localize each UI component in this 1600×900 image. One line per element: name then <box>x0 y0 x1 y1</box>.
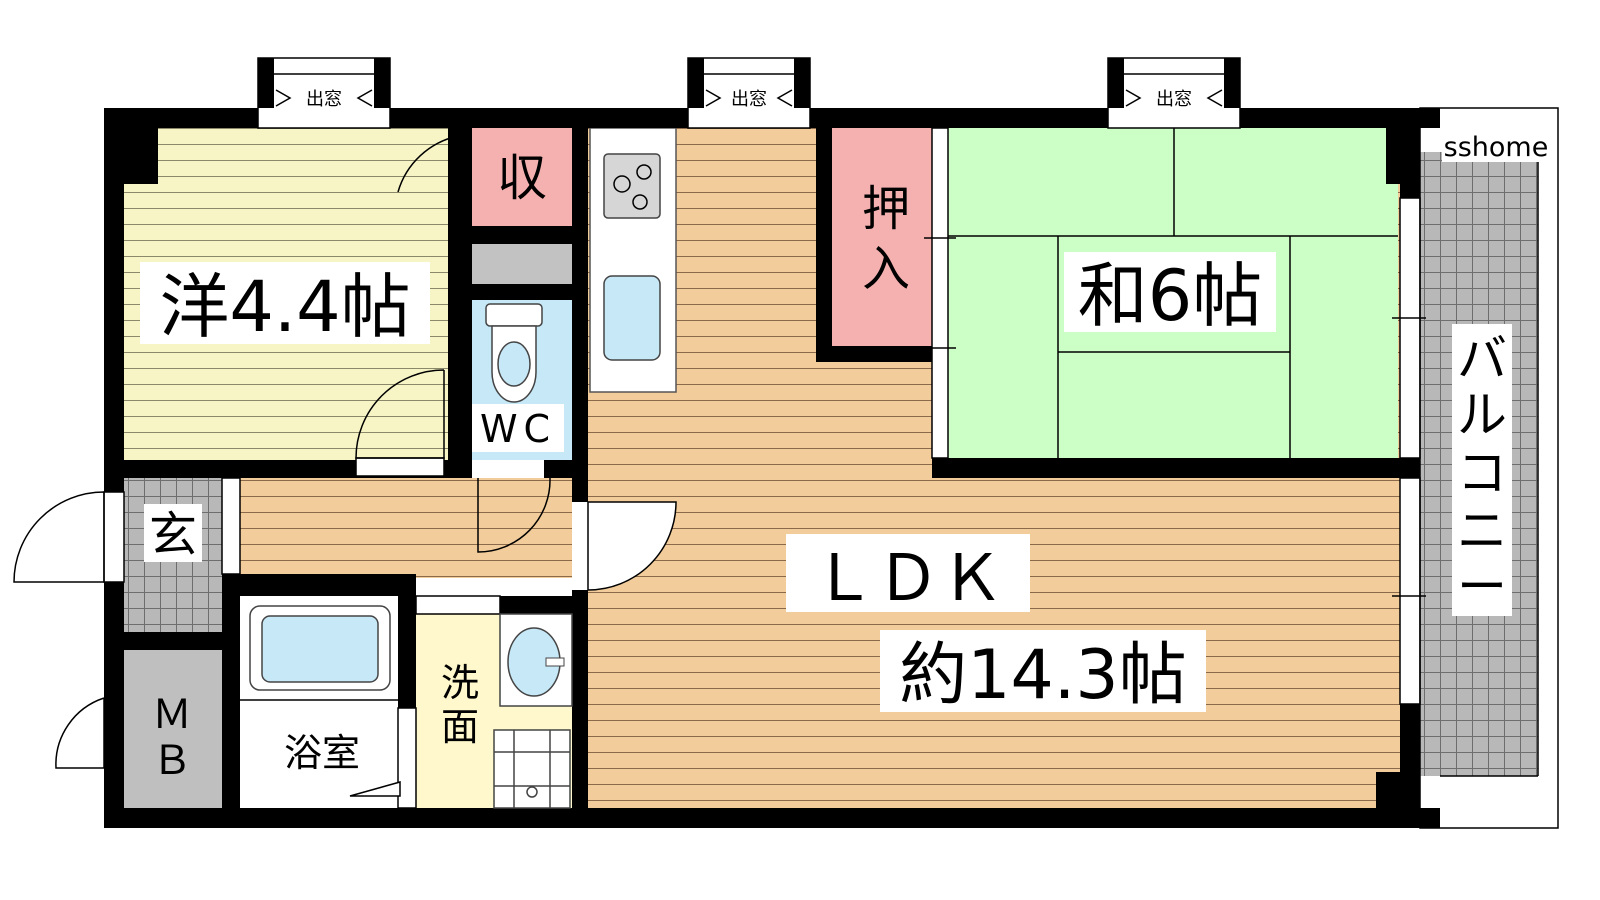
kitchen-sink-icon <box>603 275 661 361</box>
mb-label-1: Ｍ <box>152 692 192 738</box>
washing-machine-pan-icon <box>493 729 571 809</box>
bay-window-1 <box>257 57 391 129</box>
balcony-label-5: ー <box>1457 558 1507 616</box>
balcony-label-1: バ <box>1457 330 1507 388</box>
ldk-size-label: 約14.3帖 <box>899 636 1186 715</box>
balcony-label-4: ニ <box>1457 502 1507 560</box>
washroom-label-1: 洗 <box>441 661 479 705</box>
ldk-label: ＬＤＫ <box>812 542 1004 616</box>
wc-label-bg <box>472 404 564 452</box>
watermark-bg <box>1442 130 1548 162</box>
tatami-lines <box>948 128 1398 458</box>
balcony-railing <box>1419 107 1559 829</box>
closet-label-2: 入 <box>862 241 910 297</box>
western-room-label: 洋4.4帖 <box>159 266 410 348</box>
entrance-label-bg <box>144 504 202 562</box>
doors <box>13 135 677 797</box>
mb-label-2: Ｂ <box>152 738 192 784</box>
hallway-floor <box>240 478 572 578</box>
balcony-label-2: ル <box>1457 386 1507 444</box>
balcony-label-bg <box>1452 324 1512 616</box>
bathtub-icon <box>240 605 398 701</box>
wc-label: WC <box>480 407 556 451</box>
bay-window-2 <box>687 57 811 129</box>
bay-window-3 <box>1107 57 1241 129</box>
meter-box <box>124 650 222 808</box>
western-label-bg <box>140 262 430 344</box>
entrance-label: 玄 <box>149 507 197 563</box>
japanese-label-bg <box>1064 252 1276 332</box>
storage-label: 収 <box>497 149 547 207</box>
hall-shelf <box>472 244 572 284</box>
oshiire-closet <box>832 128 932 346</box>
ldk-size-bg <box>880 630 1206 712</box>
ldk-label-bg <box>786 534 1030 612</box>
washroom-label-2: 面 <box>441 705 479 749</box>
balcony-label-3: コ <box>1457 444 1507 502</box>
bath-label: 浴室 <box>284 731 360 775</box>
walls <box>104 108 1440 828</box>
bay-window-label-3: 出窓 <box>1156 89 1192 110</box>
windows <box>103 127 1421 809</box>
stove-icon <box>603 153 661 219</box>
closet-label-1: 押 <box>862 181 910 237</box>
storage-closet <box>472 128 572 226</box>
bay-window-label-1: 出窓 <box>306 89 342 110</box>
watermark: sshome <box>1444 132 1549 163</box>
japanese-room-label: 和6帖 <box>1078 255 1263 337</box>
toilet-icon <box>485 303 543 403</box>
wash-basin-icon <box>499 613 573 707</box>
bay-window-label-2: 出窓 <box>731 89 767 110</box>
